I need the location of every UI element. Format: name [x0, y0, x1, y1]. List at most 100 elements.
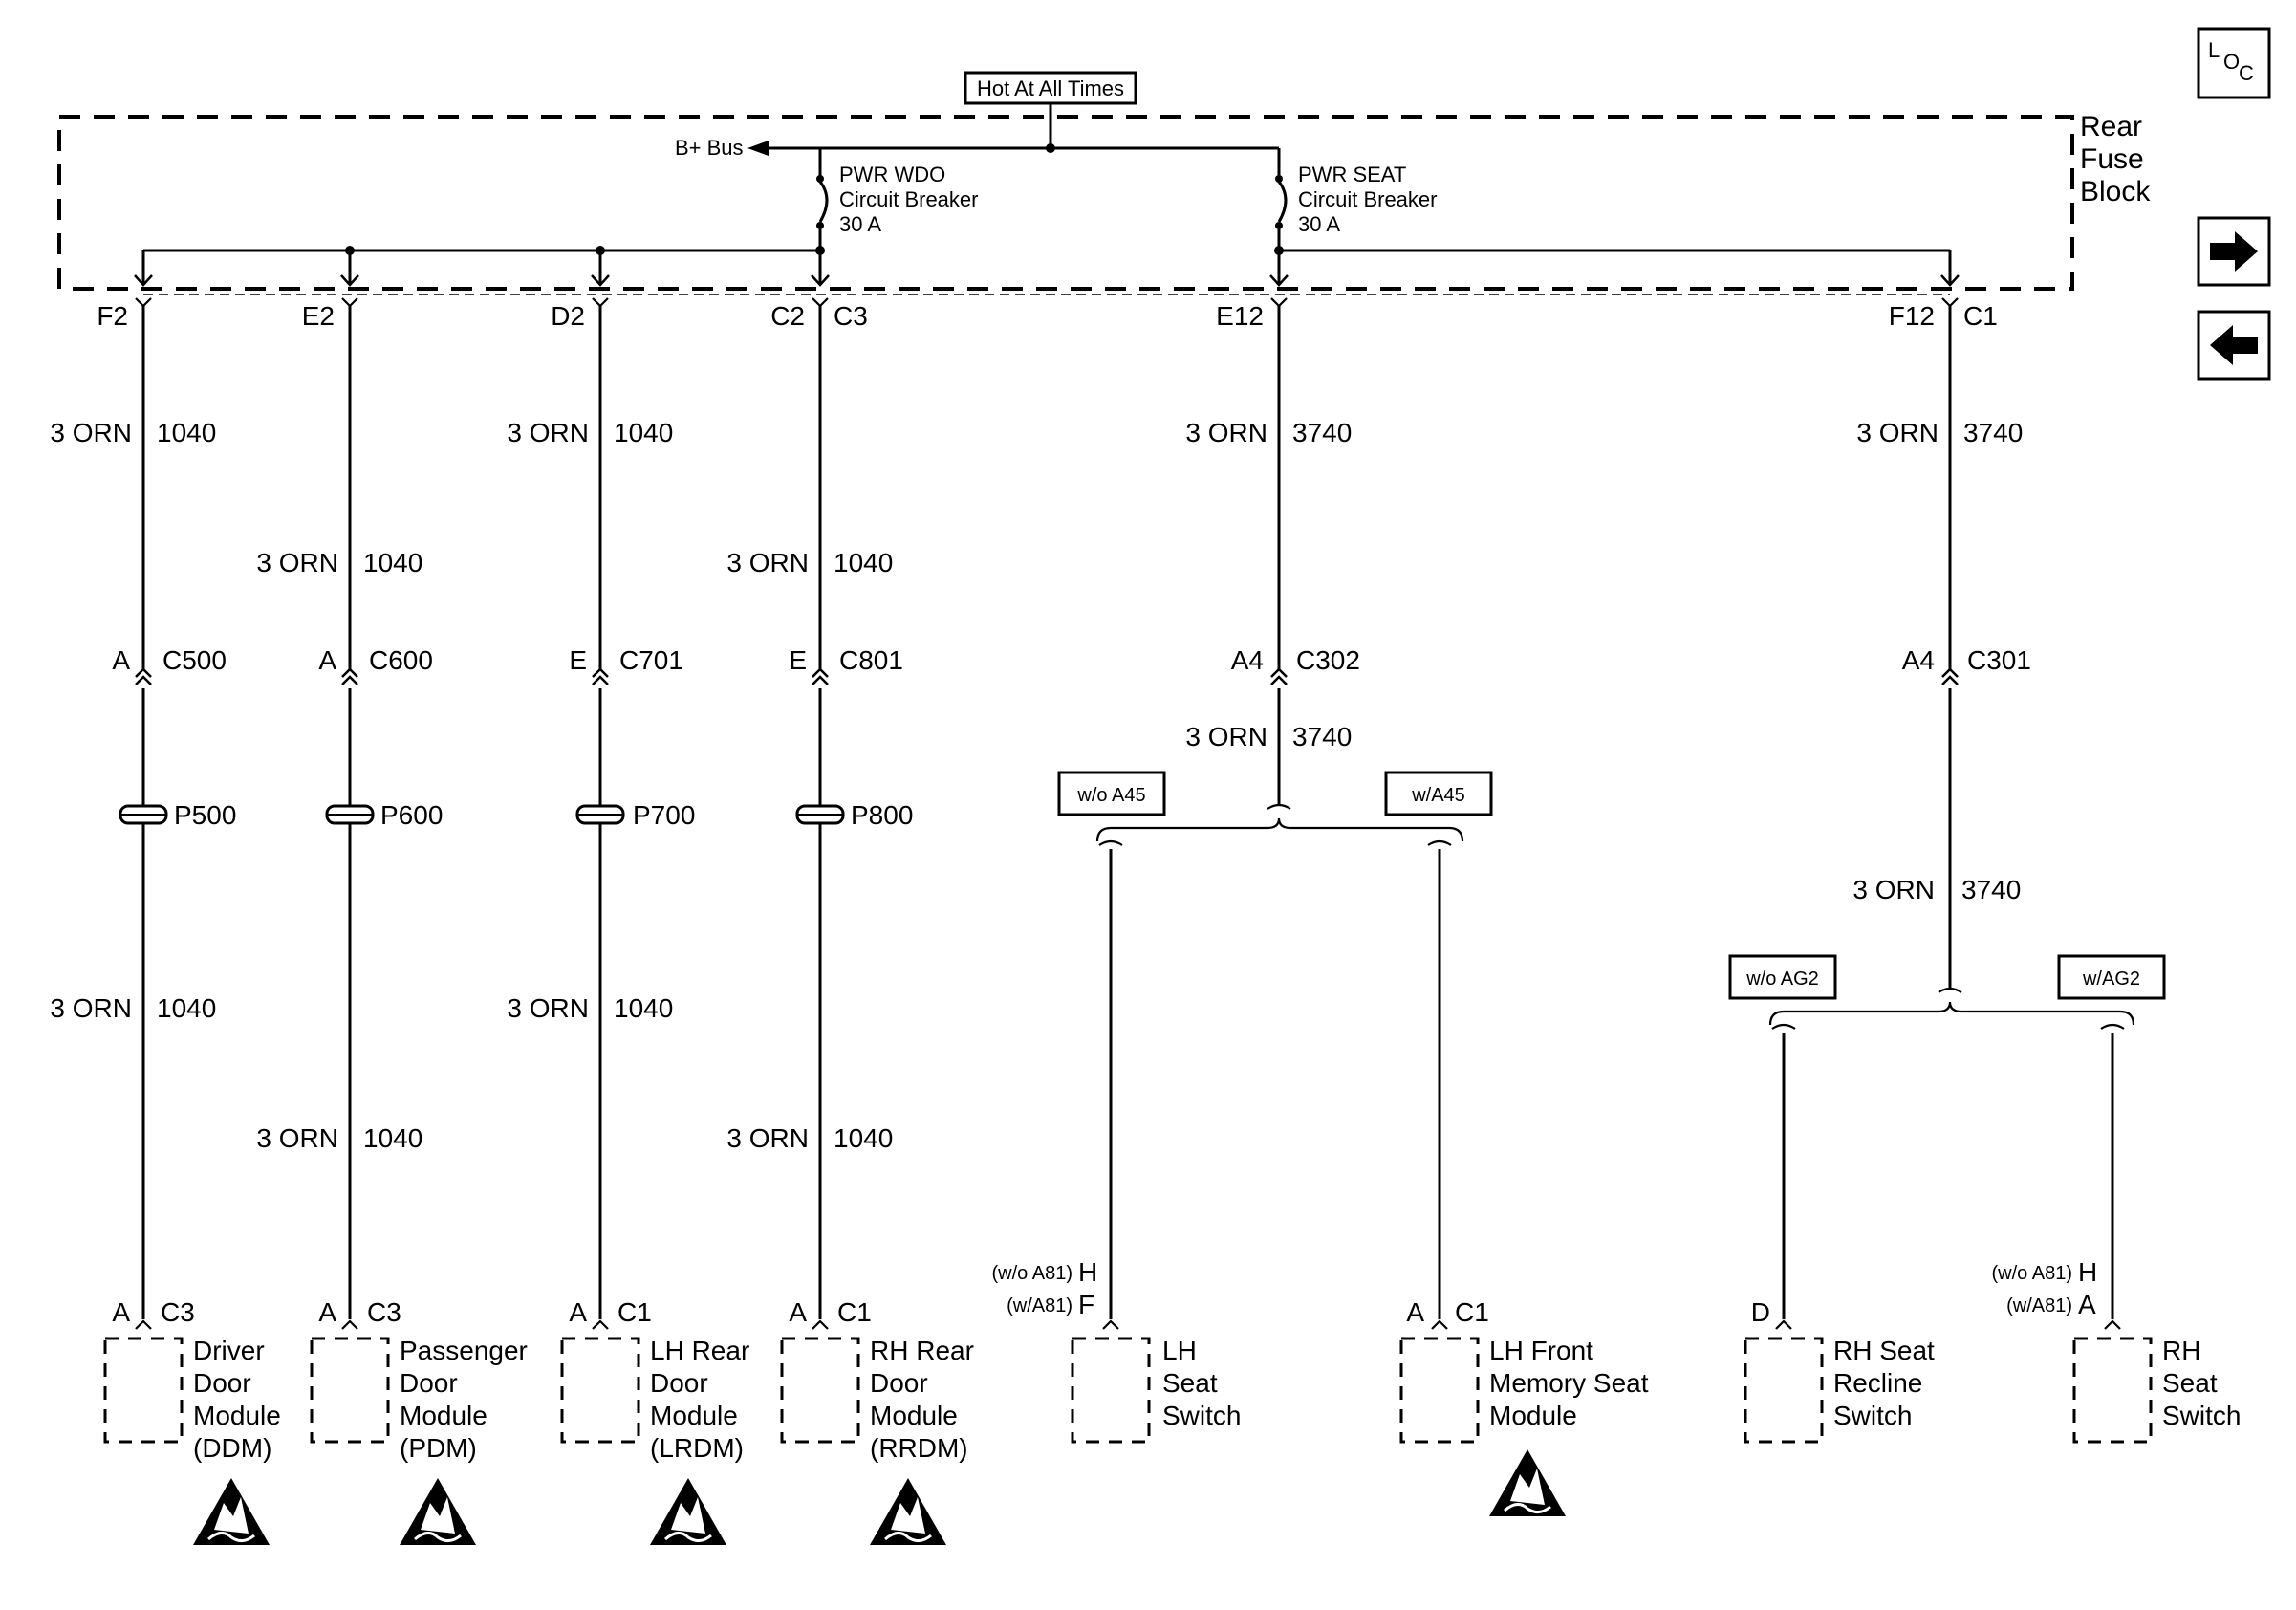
- wire-color-lhseat-1: 3 ORN: [1185, 418, 1267, 447]
- connector-c500-pin: A: [112, 645, 130, 675]
- rrdm-pin: A: [789, 1297, 807, 1327]
- rh-recline-label-2: Recline: [1833, 1368, 1922, 1398]
- option-wo-ag2: w/o AG2: [1745, 968, 1819, 990]
- ddm-label-3: Module: [193, 1401, 281, 1430]
- lh-memory-connector: C1: [1455, 1297, 1489, 1327]
- pdm-esd-icon: [398, 1476, 478, 1547]
- rh-recline-pin: D: [1751, 1297, 1770, 1327]
- previous-page-button[interactable]: [2197, 310, 2271, 381]
- option-brace-ag2: [1768, 1001, 2135, 1026]
- next-page-button[interactable]: [2197, 216, 2271, 287]
- connector-c801-pin: E: [789, 645, 807, 675]
- circuit-rrdm-2: 1040: [834, 1123, 893, 1153]
- rrdm-label-3: Module: [870, 1401, 958, 1430]
- splice-p700-icon: [575, 804, 625, 825]
- pdm-label-4: (PDM): [400, 1433, 477, 1463]
- circuit-rhseat-2: 3740: [1961, 875, 2021, 904]
- rrdm-label-1: RH Rear: [870, 1336, 974, 1365]
- lrdm-esd-icon: [648, 1476, 728, 1547]
- bplus-bus-label: B+ Bus: [675, 136, 744, 160]
- rh-seat-pin-1: H: [2078, 1257, 2097, 1287]
- wire-color-lrdm-2: 3 ORN: [507, 993, 589, 1023]
- wire-color-rhseat-2: 3 ORN: [1852, 875, 1935, 904]
- rear-fuse-block-outline: [57, 115, 2074, 291]
- wire-color-pdm-2: 3 ORN: [256, 1123, 338, 1153]
- lh-seat-label-1: LH: [1162, 1336, 1197, 1365]
- connector-c302-pin: A4: [1231, 645, 1264, 675]
- terminal-e2: E2: [302, 301, 335, 331]
- rh-seat-option-2: (w/A81): [2006, 1295, 2072, 1316]
- wire-color-rrdm-2: 3 ORN: [726, 1123, 809, 1153]
- rrdm-label-2: Door: [870, 1368, 928, 1398]
- bplus-arrow-icon: [747, 141, 769, 156]
- circuit-pdm-2: 1040: [363, 1123, 422, 1153]
- pdm-pin: A: [318, 1297, 336, 1327]
- connector-c301: C301: [1967, 645, 2031, 675]
- terminal-c2: C2: [770, 301, 805, 331]
- ddm-label-1: Driver: [193, 1336, 265, 1365]
- connector-c600: C600: [369, 645, 433, 675]
- connector-c801: C801: [839, 645, 903, 675]
- rh-seat-switch-outline: [2072, 1337, 2153, 1444]
- connector-c701-pin: E: [569, 645, 587, 675]
- terminal-c1: C1: [1963, 301, 1998, 331]
- option-wo-ag2-box: [1728, 954, 1837, 1000]
- splice-p500: P500: [174, 800, 236, 830]
- connector-c600-pin: A: [318, 645, 336, 675]
- pdm-label-1: Passenger: [400, 1336, 528, 1365]
- rh-recline-label-3: Switch: [1833, 1401, 1912, 1430]
- splice-p500-icon: [119, 804, 168, 825]
- lh-memory-pin: A: [1406, 1297, 1424, 1327]
- lrdm-label-4: (LRDM): [650, 1433, 744, 1463]
- lrdm-pin: A: [569, 1297, 587, 1327]
- circuit-ddm-2: 1040: [157, 993, 216, 1023]
- splice-p800-icon: [795, 804, 845, 825]
- lrdm-label-3: Module: [650, 1401, 738, 1430]
- connector-c302: C302: [1296, 645, 1360, 675]
- pdm-connector: C3: [367, 1297, 401, 1327]
- ddm-connector: C3: [161, 1297, 195, 1327]
- rrdm-label-4: (RRDM): [870, 1433, 968, 1463]
- lh-memory-label-1: LH Front: [1489, 1336, 1593, 1365]
- option-w-ag2-box: [2057, 954, 2166, 1000]
- pwr-seat-breaker-icon: [1277, 181, 1288, 223]
- pwr-wdo-label-2: Circuit Breaker: [839, 187, 978, 211]
- lh-seat-pin-1: H: [1078, 1257, 1097, 1287]
- circuit-lrdm-2: 1040: [614, 993, 673, 1023]
- option-wo-a45: w/o A45: [1076, 785, 1145, 806]
- rh-seat-label-3: Switch: [2162, 1401, 2241, 1430]
- pdm-label-3: Module: [400, 1401, 487, 1430]
- rh-seat-label-1: RH: [2162, 1336, 2200, 1365]
- loc-letter-l: L: [2208, 38, 2220, 62]
- pdm-label-2: Door: [400, 1368, 458, 1398]
- pwr-seat-label-3: 30 A: [1298, 212, 1340, 236]
- lrdm-connector: C1: [617, 1297, 652, 1327]
- wire-color-rrdm-1: 3 ORN: [726, 548, 809, 577]
- pwr-wdo-label-3: 30 A: [839, 212, 881, 236]
- wire-color-ddm-2: 3 ORN: [50, 993, 132, 1023]
- circuit-ddm-1: 1040: [157, 418, 216, 447]
- ddm-label-4: (DDM): [193, 1433, 271, 1463]
- loc-button[interactable]: L O C: [2197, 27, 2271, 99]
- option-brace-a45: [1095, 817, 1464, 842]
- rh-recline-label-1: RH Seat: [1833, 1336, 1935, 1365]
- arrow-right-icon: [2210, 231, 2258, 272]
- lh-memory-module-outline: [1399, 1337, 1480, 1444]
- ddm-label-2: Door: [193, 1368, 251, 1398]
- rh-recline-switch-outline: [1744, 1337, 1824, 1444]
- splice-p600-icon: [325, 804, 375, 825]
- circuit-rrdm-1: 1040: [834, 548, 893, 577]
- pwr-wdo-label-1: PWR WDO: [839, 163, 945, 186]
- pdm-module-outline: [310, 1337, 390, 1444]
- lrdm-label-2: Door: [650, 1368, 708, 1398]
- terminal-e12: E12: [1216, 301, 1264, 331]
- terminal-c3: C3: [834, 301, 868, 331]
- lh-seat-option-2: (w/A81): [1007, 1295, 1072, 1316]
- rh-seat-label-2: Seat: [2162, 1368, 2218, 1398]
- rh-seat-option-1: (w/o A81): [1992, 1263, 2072, 1284]
- wire-color-ddm-1: 3 ORN: [50, 418, 132, 447]
- option-w-a45: w/A45: [1411, 785, 1465, 806]
- circuit-lhseat-2: 3740: [1292, 722, 1352, 751]
- ddm-module-outline: [103, 1337, 184, 1444]
